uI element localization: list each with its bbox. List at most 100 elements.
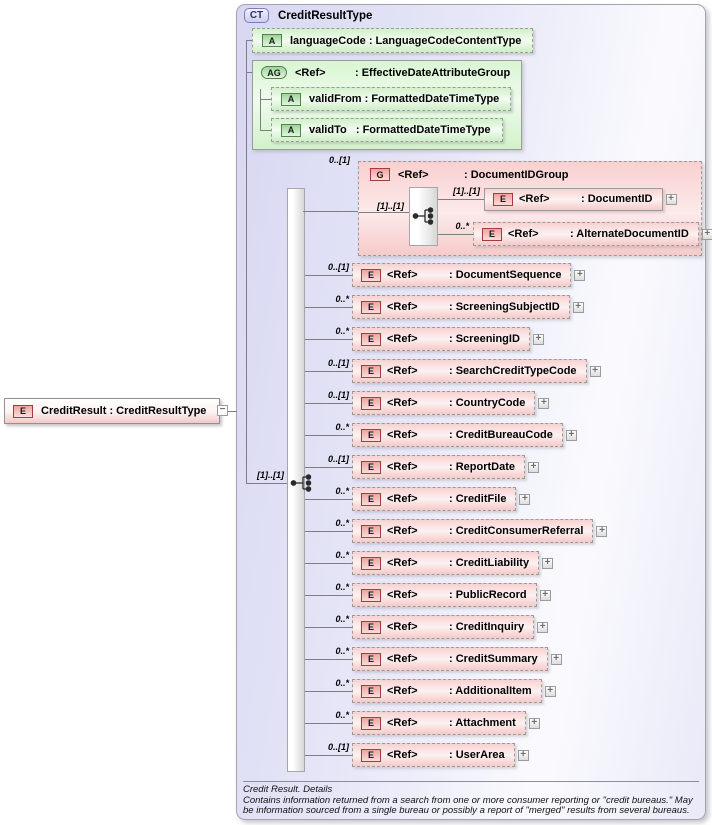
- element-badge: E: [361, 716, 381, 730]
- expand-icon[interactable]: +: [519, 493, 531, 505]
- element-row-14: 0..*E<Ref>: AdditionalItem+: [305, 678, 556, 703]
- expand-icon[interactable]: +: [596, 525, 608, 537]
- element-badge: E: [361, 332, 381, 346]
- expand-icon[interactable]: +: [565, 429, 577, 441]
- element-box[interactable]: E<Ref>: ScreeningSubjectID: [352, 295, 570, 319]
- element-box[interactable]: E<Ref>: PublicRecord: [352, 583, 537, 607]
- element-badge: E: [493, 192, 513, 206]
- type-label: : CreditFile: [449, 493, 507, 505]
- document-id-group-box[interactable]: G <Ref> : DocumentIDGroup [1]..[1] [1]..…: [358, 161, 712, 256]
- element-row-1: 0..[1]E<Ref>: DocumentSequence+: [305, 262, 586, 287]
- element-badge: E: [361, 396, 381, 410]
- element-box[interactable]: E<Ref>: CountryCode: [352, 391, 536, 415]
- expand-icon[interactable]: +: [550, 653, 562, 665]
- element-box[interactable]: E<Ref>: AdditionalItem: [352, 679, 542, 703]
- attribute-box-validto[interactable]: A validTo : FormattedDateTimeType: [271, 118, 503, 142]
- connector-line: [305, 402, 352, 404]
- element-box[interactable]: E<Ref>: CreditSummary: [352, 647, 548, 671]
- expand-icon[interactable]: +: [701, 228, 712, 240]
- root-element-box[interactable]: E CreditResult : CreditResultType: [4, 398, 221, 424]
- expand-icon[interactable]: +: [542, 557, 554, 569]
- attribute-group-header: AG <Ref> : EffectiveDateAttributeGroup: [261, 66, 510, 79]
- connector-line: [305, 722, 352, 724]
- ref-label: <Ref>: [387, 269, 418, 281]
- cardinality-label: 0..*: [335, 422, 349, 432]
- cardinality-label: 0..*: [335, 518, 349, 528]
- type-label: : ScreeningID: [449, 333, 520, 345]
- footer-divider: [243, 781, 699, 782]
- ref-label: <Ref>: [387, 589, 418, 601]
- element-box[interactable]: E<Ref>: DocumentSequence: [352, 263, 572, 287]
- type-label: : CreditBureauCode: [449, 429, 553, 441]
- connector-line: [305, 626, 352, 628]
- element-box[interactable]: E<Ref>: CreditFile: [352, 487, 517, 511]
- ref-label: <Ref>: [387, 621, 418, 633]
- connector-line: [228, 411, 237, 412]
- cardinality-label: 0..*: [335, 326, 349, 336]
- expand-icon[interactable]: +: [537, 621, 549, 633]
- cardinality-label: 0..*: [335, 646, 349, 656]
- expand-icon[interactable]: +: [572, 301, 584, 313]
- expand-icon[interactable]: +: [528, 461, 540, 473]
- element-box[interactable]: E<Ref>: CreditLiability: [352, 551, 540, 575]
- connector-line: [305, 370, 352, 372]
- connector-line: [305, 498, 352, 500]
- sequence-cardinality-label: [1]..[1]: [257, 470, 284, 480]
- expand-icon[interactable]: +: [589, 365, 601, 377]
- element-box[interactable]: E<Ref>: ReportDate: [352, 455, 526, 479]
- type-label: : CreditConsumerReferral: [449, 525, 584, 537]
- expand-icon[interactable]: +: [517, 749, 529, 761]
- ref-label: <Ref>: [387, 653, 418, 665]
- connector-line: [305, 530, 352, 532]
- connector-line: [260, 99, 271, 100]
- element-badge: E: [361, 268, 381, 282]
- element-box[interactable]: E <Ref> : CreditBureauCode: [352, 423, 563, 447]
- connector-line: [246, 72, 253, 73]
- connector-line: [305, 434, 352, 436]
- element-row-12: 0..*E<Ref>: CreditInquiry+: [305, 614, 549, 639]
- sequence-icon: [290, 474, 312, 492]
- element-row-4: 0..[1]E<Ref>: SearchCreditTypeCode+: [305, 358, 601, 383]
- element-badge: E: [361, 428, 381, 442]
- expand-icon[interactable]: +: [538, 397, 550, 409]
- expand-icon[interactable]: +: [574, 269, 586, 281]
- element-badge: E: [361, 684, 381, 698]
- cardinality-label: 0..*: [335, 614, 349, 624]
- element-row-13: 0..*E<Ref>: CreditSummary+: [305, 646, 562, 671]
- expand-icon[interactable]: +: [539, 589, 551, 601]
- ref-label: <Ref>: [387, 525, 418, 537]
- complex-type-title: CreditResultType: [278, 9, 373, 22]
- element-row-documentid: [1]..[1] E <Ref> : DocumentID +: [438, 186, 677, 211]
- element-box[interactable]: E <Ref> : AlternateDocumentID: [473, 222, 699, 246]
- element-box[interactable]: E<Ref>: Attachment: [352, 711, 526, 735]
- element-badge: E: [361, 524, 381, 538]
- type-label: : CreditInquiry: [449, 621, 525, 633]
- attribute-box-languagecode[interactable]: A languageCode : LanguageCodeContentType: [252, 28, 534, 53]
- footer-title: Credit Result. Details: [243, 784, 333, 795]
- connector-line: [305, 274, 352, 276]
- element-box[interactable]: E <Ref> : CreditConsumerReferral: [352, 519, 594, 543]
- element-box[interactable]: E<Ref>: UserArea: [352, 743, 515, 767]
- collapse-icon[interactable]: −: [217, 405, 228, 416]
- element-box[interactable]: E<Ref>: CreditInquiry: [352, 615, 535, 639]
- cardinality-label: 0..*: [335, 678, 349, 688]
- ref-label: <Ref>: [398, 168, 429, 181]
- connector-line: [305, 754, 352, 756]
- attribute-group-box[interactable]: AG <Ref> : EffectiveDateAttributeGroup A…: [252, 60, 522, 150]
- ref-label: <Ref>: [387, 749, 418, 761]
- expand-icon[interactable]: +: [532, 333, 544, 345]
- ref-label: <Ref>: [387, 429, 418, 441]
- trunk-line: [260, 89, 261, 130]
- element-box[interactable]: E<Ref>: ScreeningID: [352, 327, 530, 351]
- cardinality-label: 0..*: [335, 550, 349, 560]
- expand-icon[interactable]: +: [544, 685, 556, 697]
- element-row-3: 0..*E<Ref>: ScreeningID+: [305, 326, 544, 351]
- connector-line: [359, 212, 409, 213]
- element-badge: E: [361, 364, 381, 378]
- element-box[interactable]: E<Ref>: SearchCreditTypeCode: [352, 359, 587, 383]
- attribute-box-validfrom[interactable]: A validFrom : FormattedDateTimeType: [271, 87, 512, 111]
- element-box[interactable]: E <Ref> : DocumentID: [484, 187, 663, 211]
- expand-icon[interactable]: +: [665, 193, 677, 205]
- connector-line: [305, 562, 352, 564]
- expand-icon[interactable]: +: [528, 717, 540, 729]
